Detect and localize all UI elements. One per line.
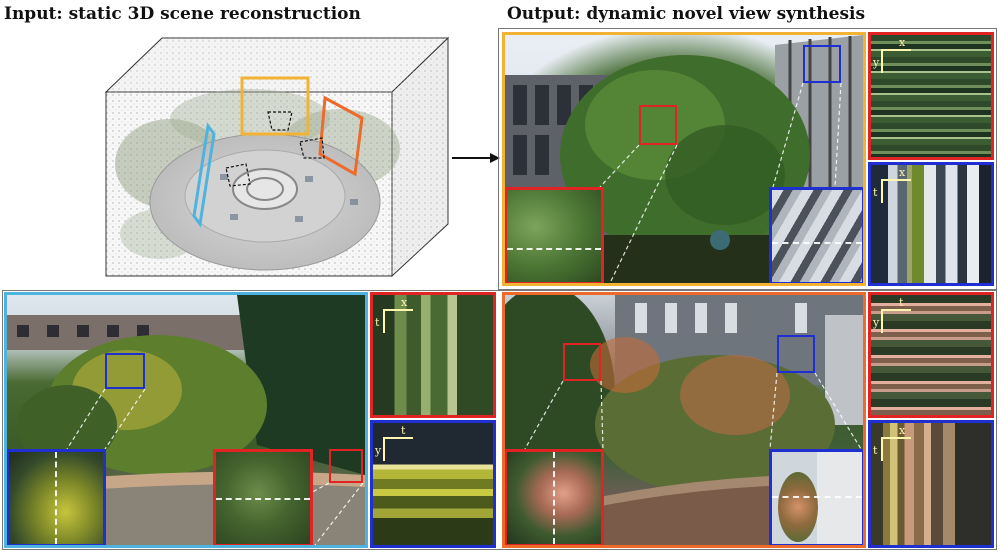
axis-t-label: t: [873, 444, 878, 457]
zoom-box-blue: [803, 45, 841, 83]
output-gray-frame: [498, 28, 997, 290]
axis-x-label: x: [401, 296, 408, 309]
axis-y-label: y: [873, 56, 880, 69]
arrow-icon: [450, 150, 502, 166]
inset-red-top: [505, 187, 604, 283]
point-cloud-figure: [100, 34, 450, 280]
slice-blue-top-right: x t: [868, 162, 994, 286]
axis-x-label: x: [899, 424, 906, 437]
slice-blue-bottom-left: t y: [370, 420, 496, 548]
output-view-top: [502, 32, 866, 286]
output-title: Output: dynamic novel view synthesis: [507, 4, 866, 24]
axis-x-label: x: [899, 36, 906, 49]
zoom-box-blue: [105, 353, 145, 389]
bottom-gray-frame: [2, 290, 997, 550]
inset-red-bottom-right: [505, 449, 604, 545]
axis-t-label: t: [401, 424, 406, 437]
zoom-box-blue: [777, 335, 815, 373]
camera-frame-orange: [318, 95, 364, 177]
axis-t-label: t: [899, 296, 904, 309]
inset-red-bottom-left: [213, 449, 313, 545]
axis-x-label: x: [899, 166, 906, 179]
camera-frame-cyan: [192, 122, 216, 228]
inset-blue-bottom-left: [7, 449, 106, 545]
axis-t-label: t: [375, 316, 380, 329]
point-cloud-svg: [104, 36, 450, 278]
output-view-bottom-left: [4, 292, 368, 548]
inset-blue-bottom-right: [769, 449, 863, 545]
output-view-bottom-right: [502, 292, 866, 548]
slice-red-bottom-right: t y: [868, 292, 994, 418]
input-title: Input: static 3D scene reconstruction: [4, 4, 361, 24]
inset-blue-top: [769, 187, 863, 283]
slice-red-top-right: x y: [868, 32, 994, 160]
axis-y-label: y: [375, 444, 382, 457]
axis-y-label: y: [873, 316, 880, 329]
zoom-box-red: [563, 343, 601, 381]
slice-red-bottom-left: x t: [370, 292, 496, 418]
zoom-box-red: [639, 105, 677, 145]
axis-t-label: t: [873, 186, 878, 199]
slice-blue-bottom-right: x t: [868, 420, 994, 548]
zoom-box-red: [329, 449, 363, 483]
camera-frame-yellow: [240, 76, 310, 136]
